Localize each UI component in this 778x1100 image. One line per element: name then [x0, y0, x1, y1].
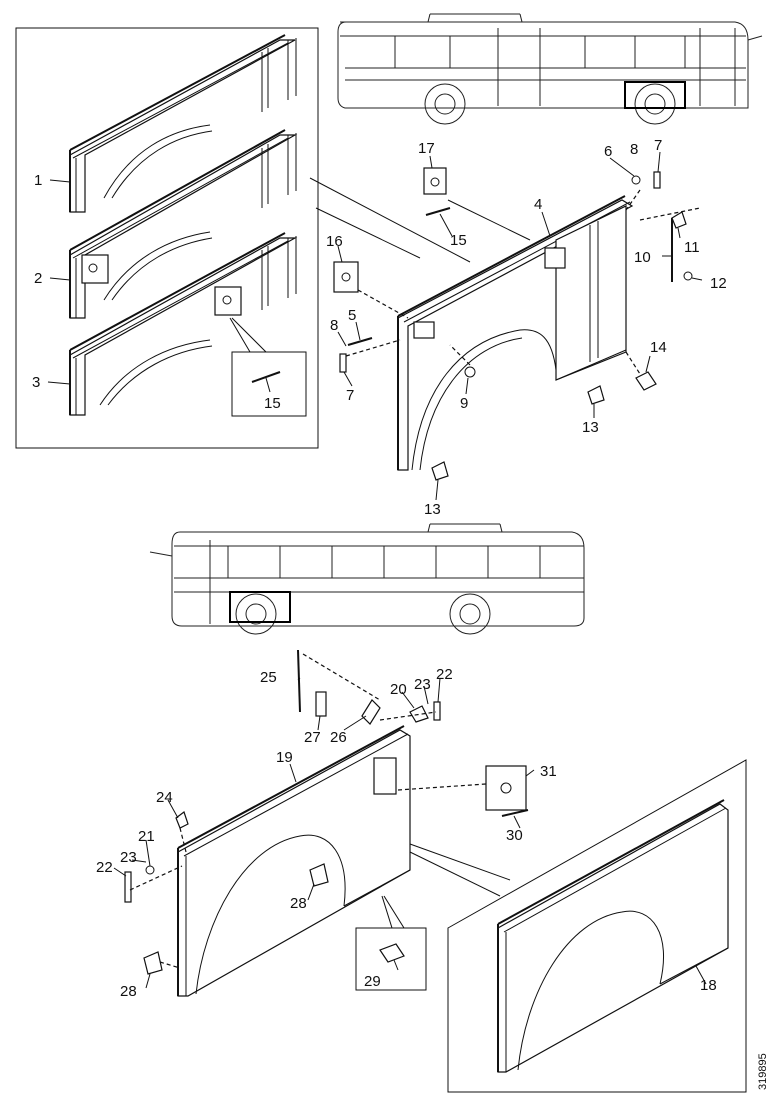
- label-22-lower: 22: [96, 859, 113, 876]
- label-13-lower: 13: [424, 501, 441, 518]
- label-28-mid: 28: [290, 895, 307, 912]
- label-15-main: 15: [450, 232, 467, 249]
- detail-leader-lower: [315, 207, 421, 259]
- part-28-lower: [143, 951, 163, 975]
- label-7-right: 7: [654, 137, 662, 154]
- alt-side-panel: [497, 799, 729, 1073]
- part-28-mid: [309, 863, 329, 887]
- label-23-lower: 23: [120, 849, 137, 866]
- bus-side-view-middle: [149, 523, 585, 635]
- reference-code: 319895: [757, 1053, 769, 1090]
- label-13-upper: 13: [582, 419, 599, 436]
- label-28-lower: 28: [120, 983, 137, 1000]
- part-6-nut: [631, 175, 641, 185]
- inset-box-part-15: [231, 351, 307, 417]
- part-31-clip: [485, 765, 527, 811]
- clip-strip-15: [251, 371, 281, 383]
- panel-variant-3: [69, 232, 298, 416]
- part-17-clip: [423, 167, 447, 195]
- part-15-strip: [425, 207, 451, 216]
- inset-box-part-29: [355, 927, 427, 991]
- part-21-nut: [145, 865, 155, 875]
- label-21: 21: [138, 828, 155, 845]
- part-12-bolt: [683, 271, 693, 281]
- detail-leader-upper: [309, 177, 471, 263]
- part-22-lower: [124, 871, 132, 903]
- part-13-lower: [431, 461, 449, 481]
- part-11: [671, 211, 687, 229]
- part-16-clip: [333, 261, 359, 293]
- lower-panel-fasteners: [124, 649, 529, 975]
- label-6: 6: [604, 143, 612, 160]
- label-14: 14: [650, 339, 667, 356]
- label-leaders: [47, 151, 707, 989]
- part-27: [315, 691, 327, 717]
- label-5: 5: [348, 307, 356, 324]
- part-7-left: [339, 353, 347, 373]
- part-7-right: [653, 171, 661, 189]
- label-30: 30: [506, 827, 523, 844]
- main-side-panel-lower: [177, 725, 411, 997]
- label-15-inset: 15: [264, 395, 281, 412]
- label-11: 11: [684, 239, 700, 256]
- part-13-upper: [587, 385, 605, 405]
- label-27: 27: [304, 729, 321, 746]
- label-20: 20: [390, 681, 407, 698]
- part-24: [175, 811, 189, 829]
- label-23-upper: 23: [414, 676, 431, 693]
- label-26: 26: [330, 729, 347, 746]
- bus-side-view-upper: [337, 13, 763, 125]
- label-18: 18: [700, 977, 717, 994]
- detail-box-alt-panel: [447, 759, 747, 1093]
- part-26: [361, 699, 381, 725]
- part-25-rod: [297, 649, 301, 713]
- label-31: 31: [540, 763, 557, 780]
- panel-variant-1: [69, 34, 297, 213]
- panel-variant-2: [69, 129, 298, 319]
- label-25: 25: [260, 669, 277, 686]
- label-10: 10: [634, 249, 651, 266]
- part-number-labels: 1 2 3 4 5 6 8 7 8 7 9 10 11 12 13 13 14 …: [32, 137, 769, 1090]
- detail-box-variants: [15, 27, 319, 449]
- label-17: 17: [418, 140, 435, 157]
- label-22-upper: 22: [436, 666, 453, 683]
- main-side-panel-upper: [397, 195, 634, 471]
- label-9: 9: [460, 395, 468, 412]
- label-3: 3: [32, 374, 40, 391]
- clip-29: [379, 943, 405, 963]
- label-19: 19: [276, 749, 293, 766]
- label-24: 24: [156, 789, 173, 806]
- part-30-strip: [501, 809, 529, 817]
- label-4: 4: [534, 196, 542, 213]
- part-5-pin: [347, 337, 373, 346]
- label-16: 16: [326, 233, 343, 250]
- label-1: 1: [34, 172, 42, 189]
- label-8-right: 8: [630, 141, 638, 158]
- label-29: 29: [364, 973, 381, 990]
- part-22-upper: [433, 701, 441, 721]
- part-9-nut: [464, 366, 476, 378]
- label-7-left: 7: [346, 387, 354, 404]
- part-14: [635, 371, 657, 391]
- part-20: [409, 705, 429, 723]
- label-2: 2: [34, 270, 42, 287]
- upper-panel-fasteners: [333, 167, 701, 481]
- label-8-left: 8: [330, 317, 338, 334]
- label-12: 12: [710, 275, 727, 292]
